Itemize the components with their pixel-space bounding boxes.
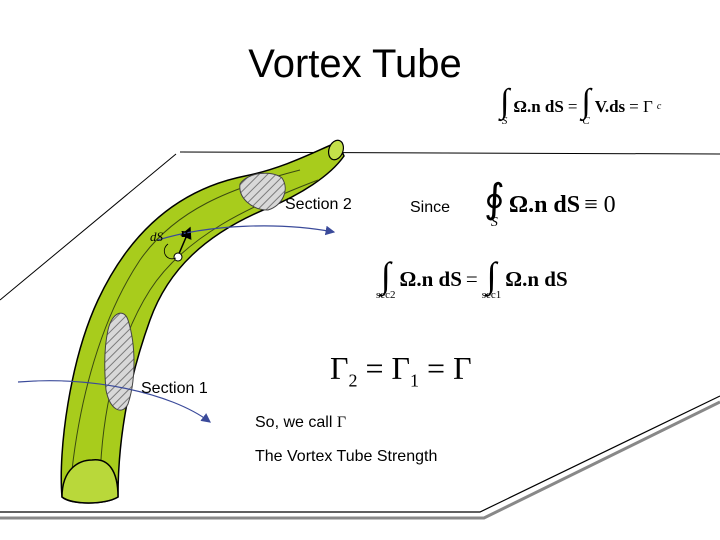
gamma-c: = Γ [629,97,653,117]
lhs-expression: Ω.n dS [513,97,563,117]
since-label: Since [410,199,450,217]
page-title: Vortex Tube [0,42,715,87]
equals-sign: = [568,97,578,117]
vortex-strength-text: The Vortex Tube Strength [255,448,437,466]
sec1-expression: Ω.n dS [505,267,567,292]
rhs-expression: V.ds [595,97,625,117]
gamma-equation: Γ2 = Γ1 = Γ [330,350,472,391]
section-1-label: Section 1 [141,380,208,398]
so-we-call-text: So, we call Γ [255,414,346,432]
n-label: n [181,225,188,241]
sections-equation: ∫ sec2 Ω.n dS = ∫ sec1 Ω.n dS [376,258,568,301]
gamma-symbol: Γ [337,414,346,431]
section-2-label: Section 2 [285,196,352,214]
circulation-equation: ∫ S Ω.n dS = ∫ C V.ds = Γ c [500,86,661,127]
integral-c: ∫ C [581,86,590,127]
sec2-expression: Ω.n dS [400,267,462,292]
identically-zero: ≡ 0 [584,192,616,219]
closed-expression: Ω.n dS [509,192,580,219]
integral-sec2: ∫ sec2 [376,258,396,301]
sections-equals: = [466,267,478,292]
integral-s: ∫ S [500,86,509,127]
ds-label: dS [150,229,163,245]
closed-surface-integral: ∮ S Ω.n dS ≡ 0 [484,180,616,230]
section-1-area [105,313,134,410]
gamma-c-sub: c [657,101,661,112]
closed-integral: ∮ S [484,180,505,230]
integral-sec1: ∫ sec1 [482,258,502,301]
